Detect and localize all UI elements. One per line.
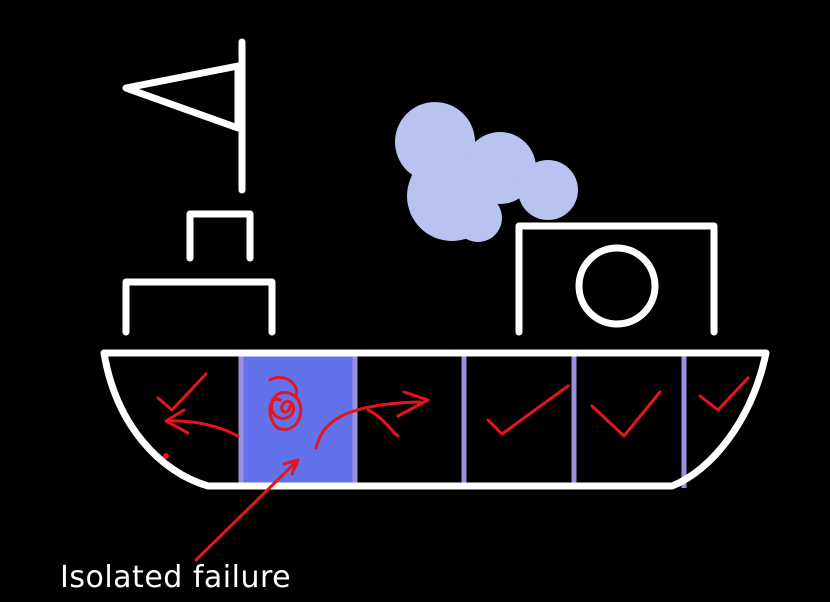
check-mark-icon [486, 384, 570, 436]
scribble-icon [268, 375, 303, 431]
small-chimney [186, 210, 254, 262]
bulkheads [238, 355, 687, 488]
caption-isolated-failure: Isolated failure [60, 560, 292, 595]
ship-cabin [122, 278, 276, 336]
left-arrow-icon [164, 408, 240, 438]
right-arrow-icon [314, 390, 430, 450]
pointer-arrow [194, 458, 300, 562]
ship-hull [100, 349, 770, 490]
dot-mark [163, 453, 169, 459]
check-mark-icon [590, 390, 662, 438]
smoke-cloud [395, 102, 578, 242]
engine-room [515, 222, 718, 336]
check-mark-icon [156, 372, 208, 412]
check-mark-icon [698, 376, 750, 412]
flag-mast [122, 38, 246, 194]
porthole-icon [575, 244, 659, 328]
